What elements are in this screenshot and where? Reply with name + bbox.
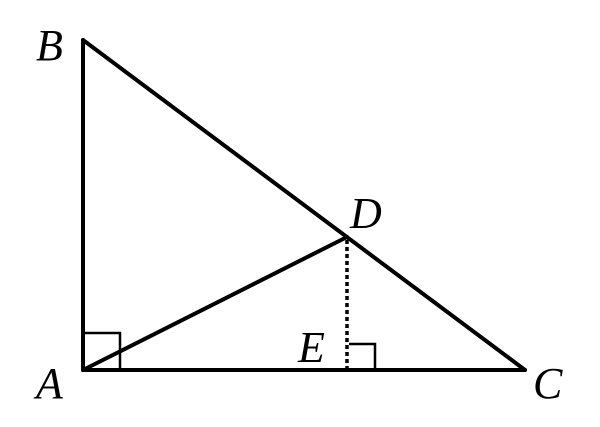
point-label-B: B [36,21,63,70]
right-angle-marker-E [349,342,377,368]
point-label-E: E [297,323,325,372]
segment-AD [81,235,349,372]
segment-BC [81,38,527,372]
point-label-C: C [533,359,563,408]
point-label-A: A [33,359,64,408]
right-angle-marker-A [85,331,122,368]
point-label-D: D [349,189,382,238]
